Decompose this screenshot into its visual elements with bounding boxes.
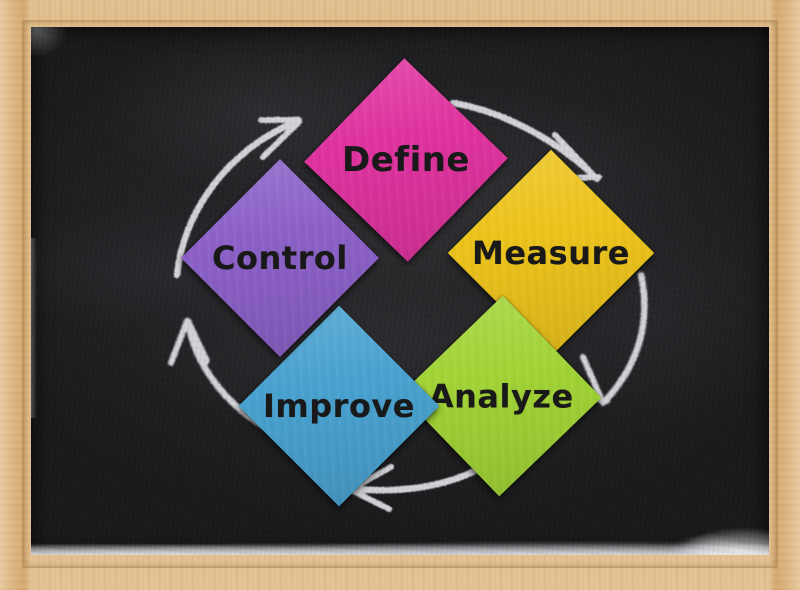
chalk-dust-top-left xyxy=(31,27,91,67)
chalk-dust-bottom-right xyxy=(649,521,769,555)
wooden-frame-right-stile xyxy=(770,0,800,590)
chalk-dust-left-edge xyxy=(31,238,38,419)
chalk-dust-bottom-rim xyxy=(31,541,769,555)
sticky-note-label: Control xyxy=(212,239,348,277)
wooden-frame-left-stile xyxy=(0,0,30,590)
sticky-note-label: Analyze xyxy=(428,377,574,416)
sticky-note-label: Measure xyxy=(472,234,630,273)
sticky-note-label: Define xyxy=(342,140,470,180)
sticky-note-label: Improve xyxy=(263,387,415,426)
